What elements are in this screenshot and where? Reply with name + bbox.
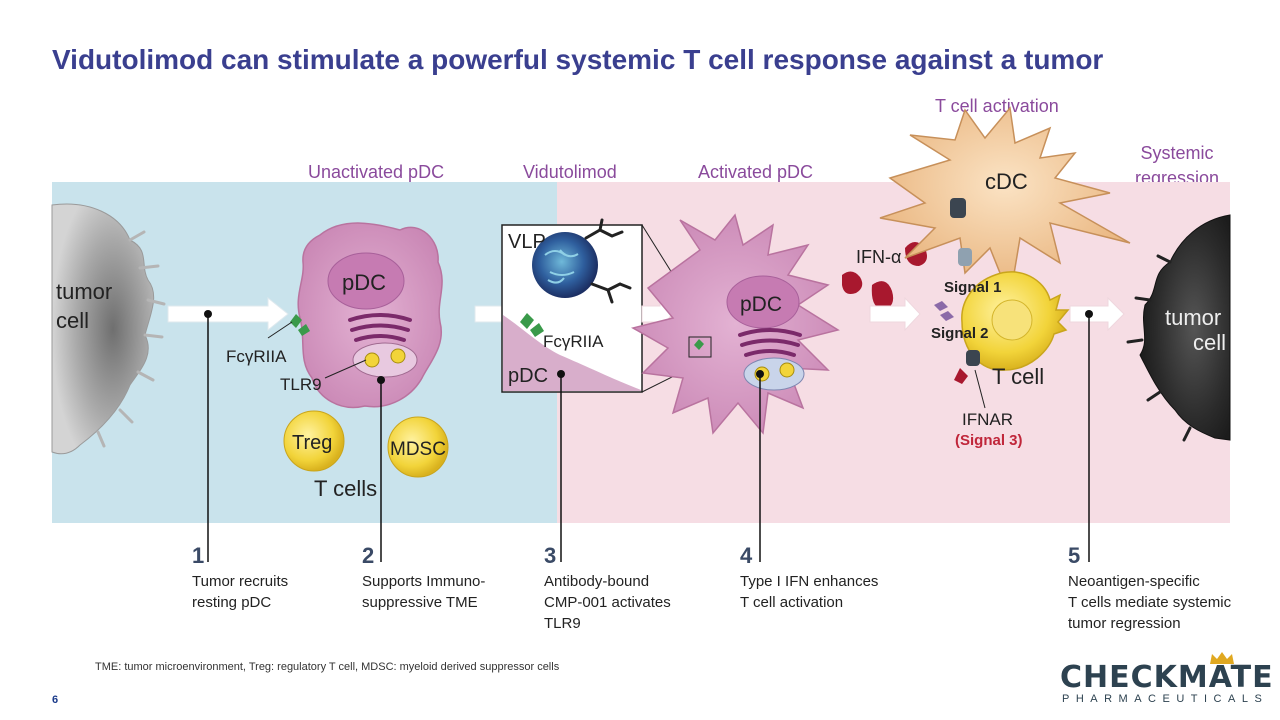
treg-cell: Treg xyxy=(283,410,345,472)
step-5-text: Neoantigen-specific T cells mediate syst… xyxy=(1068,573,1232,632)
step-1-number: 1 xyxy=(192,543,205,568)
step-4-text: Type I IFN enhances T cell activation xyxy=(740,573,879,611)
page-number: 6 xyxy=(52,694,59,706)
fcgr-label-left: FcγRIIA xyxy=(226,347,287,366)
tumor-cell-right-label-1: tumor xyxy=(1165,305,1221,330)
pdc-label-unactivated: pDC xyxy=(342,270,386,295)
pointer-dot-2 xyxy=(377,376,385,384)
stage-label-vidutolimod: Vidutolimod xyxy=(523,162,617,182)
tlr9-label: TLR9 xyxy=(280,375,322,394)
step-pointers xyxy=(207,314,1090,562)
tumor-cell-left-label-2: cell xyxy=(56,308,89,333)
step-1-text: Tumor recruits resting pDC xyxy=(192,573,289,611)
pointer-dot-1 xyxy=(204,310,212,318)
stage-label-unactivated-pdc: Unactivated pDC xyxy=(308,162,445,182)
checkmate-logo: CHECKMATE PHARMACEUTICALS xyxy=(1060,650,1273,706)
footnote: TME: tumor microenvironment, Treg: regul… xyxy=(95,661,560,673)
vlp-label: VLP xyxy=(508,231,546,253)
mdsc-cell: MDSC xyxy=(387,416,449,478)
cdc-label: cDC xyxy=(985,169,1028,194)
flow-arrow-5 xyxy=(1069,296,1125,332)
activated-pdc-cell: pDC xyxy=(631,213,840,435)
step-5-number: 5 xyxy=(1068,543,1081,568)
logo-main-text: CHECKMATE xyxy=(1060,660,1274,695)
signal-1-label: Signal 1 xyxy=(944,279,1002,296)
pointer-dot-4 xyxy=(756,370,764,378)
step-2-text: Supports Immuno- suppressive TME xyxy=(362,573,486,611)
t-cell-label: T cell xyxy=(992,364,1044,389)
pointer-dot-3 xyxy=(557,370,565,378)
logo-sub-text: PHARMACEUTICALS xyxy=(1062,693,1269,705)
ifnar-label: IFNAR xyxy=(962,410,1013,429)
fcgr-receptor-left xyxy=(290,314,310,336)
tumor-cell-right-label-2: cell xyxy=(1193,330,1226,355)
stage-label-activated-pdc: Activated pDC xyxy=(698,162,814,182)
pdc-label-activated: pDC xyxy=(740,293,782,316)
signal-3-label: (Signal 3) xyxy=(955,432,1023,449)
cdc-cell: cDC xyxy=(879,106,1131,301)
tumor-cell-left-label-1: tumor xyxy=(56,279,112,304)
mdsc-label: MDSC xyxy=(390,439,446,460)
step-2-number: 2 xyxy=(362,543,375,568)
step-4-number: 4 xyxy=(740,543,753,568)
pointer-dot-5 xyxy=(1085,310,1093,318)
crown-icon xyxy=(1210,652,1234,664)
ifn-molecule-1 xyxy=(842,271,863,294)
t-cells-label: T cells xyxy=(314,476,377,501)
ifn-molecule-2 xyxy=(871,281,894,310)
fcgr-label-inset: FcγRIIA xyxy=(543,332,604,351)
step-3-number: 3 xyxy=(544,543,557,568)
flow-arrow-4 xyxy=(869,296,921,332)
t-cell-activated: Signal 1 Signal 2 T cell xyxy=(931,271,1070,389)
flow-arrow-2 xyxy=(474,305,506,323)
tumor-cell-right: tumor cell xyxy=(1126,214,1231,442)
treg-label: Treg xyxy=(292,432,332,454)
pdc-label-inset: pDC xyxy=(508,365,548,387)
tumor-cell-left: tumor cell xyxy=(51,203,166,455)
page-title: Vidutolimod can stimulate a powerful sys… xyxy=(52,44,1104,75)
unactivated-pdc-cell: pDC xyxy=(297,222,443,409)
flow-arrow-1 xyxy=(167,296,289,332)
signal-2-label: Signal 2 xyxy=(931,325,989,342)
step-3-text: Antibody-bound CMP-001 activates TLR9 xyxy=(544,573,671,632)
ifn-alpha-label: IFN-α xyxy=(856,247,901,267)
panel-pink xyxy=(557,182,1230,523)
vlp-inset: VLP FcγRIIA pDC xyxy=(501,218,643,393)
